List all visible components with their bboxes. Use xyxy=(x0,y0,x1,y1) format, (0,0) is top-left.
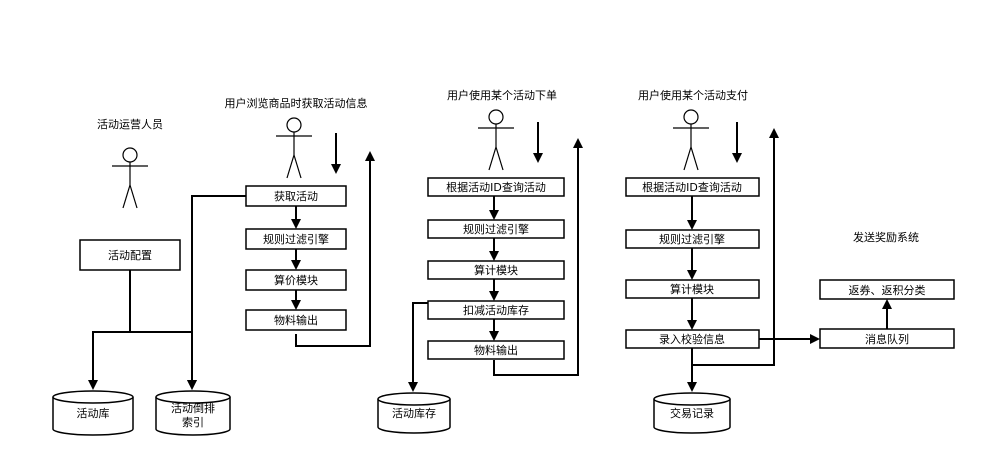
inverted-index-label-line2: 索引 xyxy=(182,415,204,429)
activity-stock-cylinder xyxy=(377,392,451,434)
activity-config-box xyxy=(79,239,181,271)
activity-db-cylinder xyxy=(52,390,134,436)
actor-order-label: 用户使用某个活动下单 xyxy=(447,88,557,102)
browse-price-module-label: 算价模块 xyxy=(274,273,318,287)
order-rule-filter-label: 规则过滤引擎 xyxy=(463,222,529,236)
actor-browse-label: 用户浏览商品时获取活动信息 xyxy=(225,96,368,110)
browse-rule-filter-label: 规则过滤引擎 xyxy=(263,232,329,246)
actor-ops xyxy=(112,147,148,209)
deduct-to-stock-arrow xyxy=(408,302,428,392)
get-activity-to-index-arrow xyxy=(187,195,246,390)
order-calc-module-box xyxy=(427,260,565,280)
order-query-label: 根据活动ID查询活动 xyxy=(446,180,546,194)
actor-pay-label: 用户使用某个活动支付 xyxy=(638,88,748,102)
pay-rule-filter-label: 规则过滤引擎 xyxy=(659,232,725,246)
config-to-index-arrow xyxy=(130,331,197,390)
activity-db-label: 活动库 xyxy=(77,407,110,420)
order-deduct-stock-box xyxy=(427,300,565,320)
reward-system-title: 发送奖励系统 xyxy=(853,230,919,244)
order-material-output-label: 物料输出 xyxy=(474,343,518,357)
activity-config-label: 活动配置 xyxy=(108,249,152,262)
coupon-points-label: 返券、返积分类 xyxy=(849,283,926,297)
browse-get-activity-label: 获取活动 xyxy=(274,190,318,203)
browse-material-output-box xyxy=(245,309,347,331)
order-rule-filter-box xyxy=(427,219,565,239)
order-response-arrow xyxy=(493,138,583,376)
order-material-output-box xyxy=(427,340,565,360)
pay-query-label: 根据活动ID查询活动 xyxy=(642,180,742,194)
order-query-box xyxy=(427,177,565,197)
actor-browse xyxy=(276,117,312,179)
pay-record-check-label: 录入校验信息 xyxy=(659,332,725,346)
trade-record-label: 交易记录 xyxy=(670,406,714,420)
message-queue-label: 消息队列 xyxy=(865,332,909,346)
order-deduct-stock-label: 扣减活动库存 xyxy=(463,303,529,317)
actor-ops-label: 活动运营人员 xyxy=(97,117,163,131)
browse-response-arrow xyxy=(295,151,375,347)
actor-pay xyxy=(673,109,709,171)
trade-record-cylinder xyxy=(653,392,731,434)
config-to-db-arrow xyxy=(88,270,131,390)
inverted-index-cylinder xyxy=(155,390,231,436)
inverted-index-label-line1: 活动倒排 xyxy=(171,401,215,415)
actor-order xyxy=(478,109,514,171)
order-calc-module-label: 算计模块 xyxy=(474,263,518,277)
pay-calc-module-label: 算计模块 xyxy=(670,282,714,296)
activity-stock-label: 活动库存 xyxy=(392,406,436,420)
browse-material-output-label: 物料输出 xyxy=(274,313,318,327)
